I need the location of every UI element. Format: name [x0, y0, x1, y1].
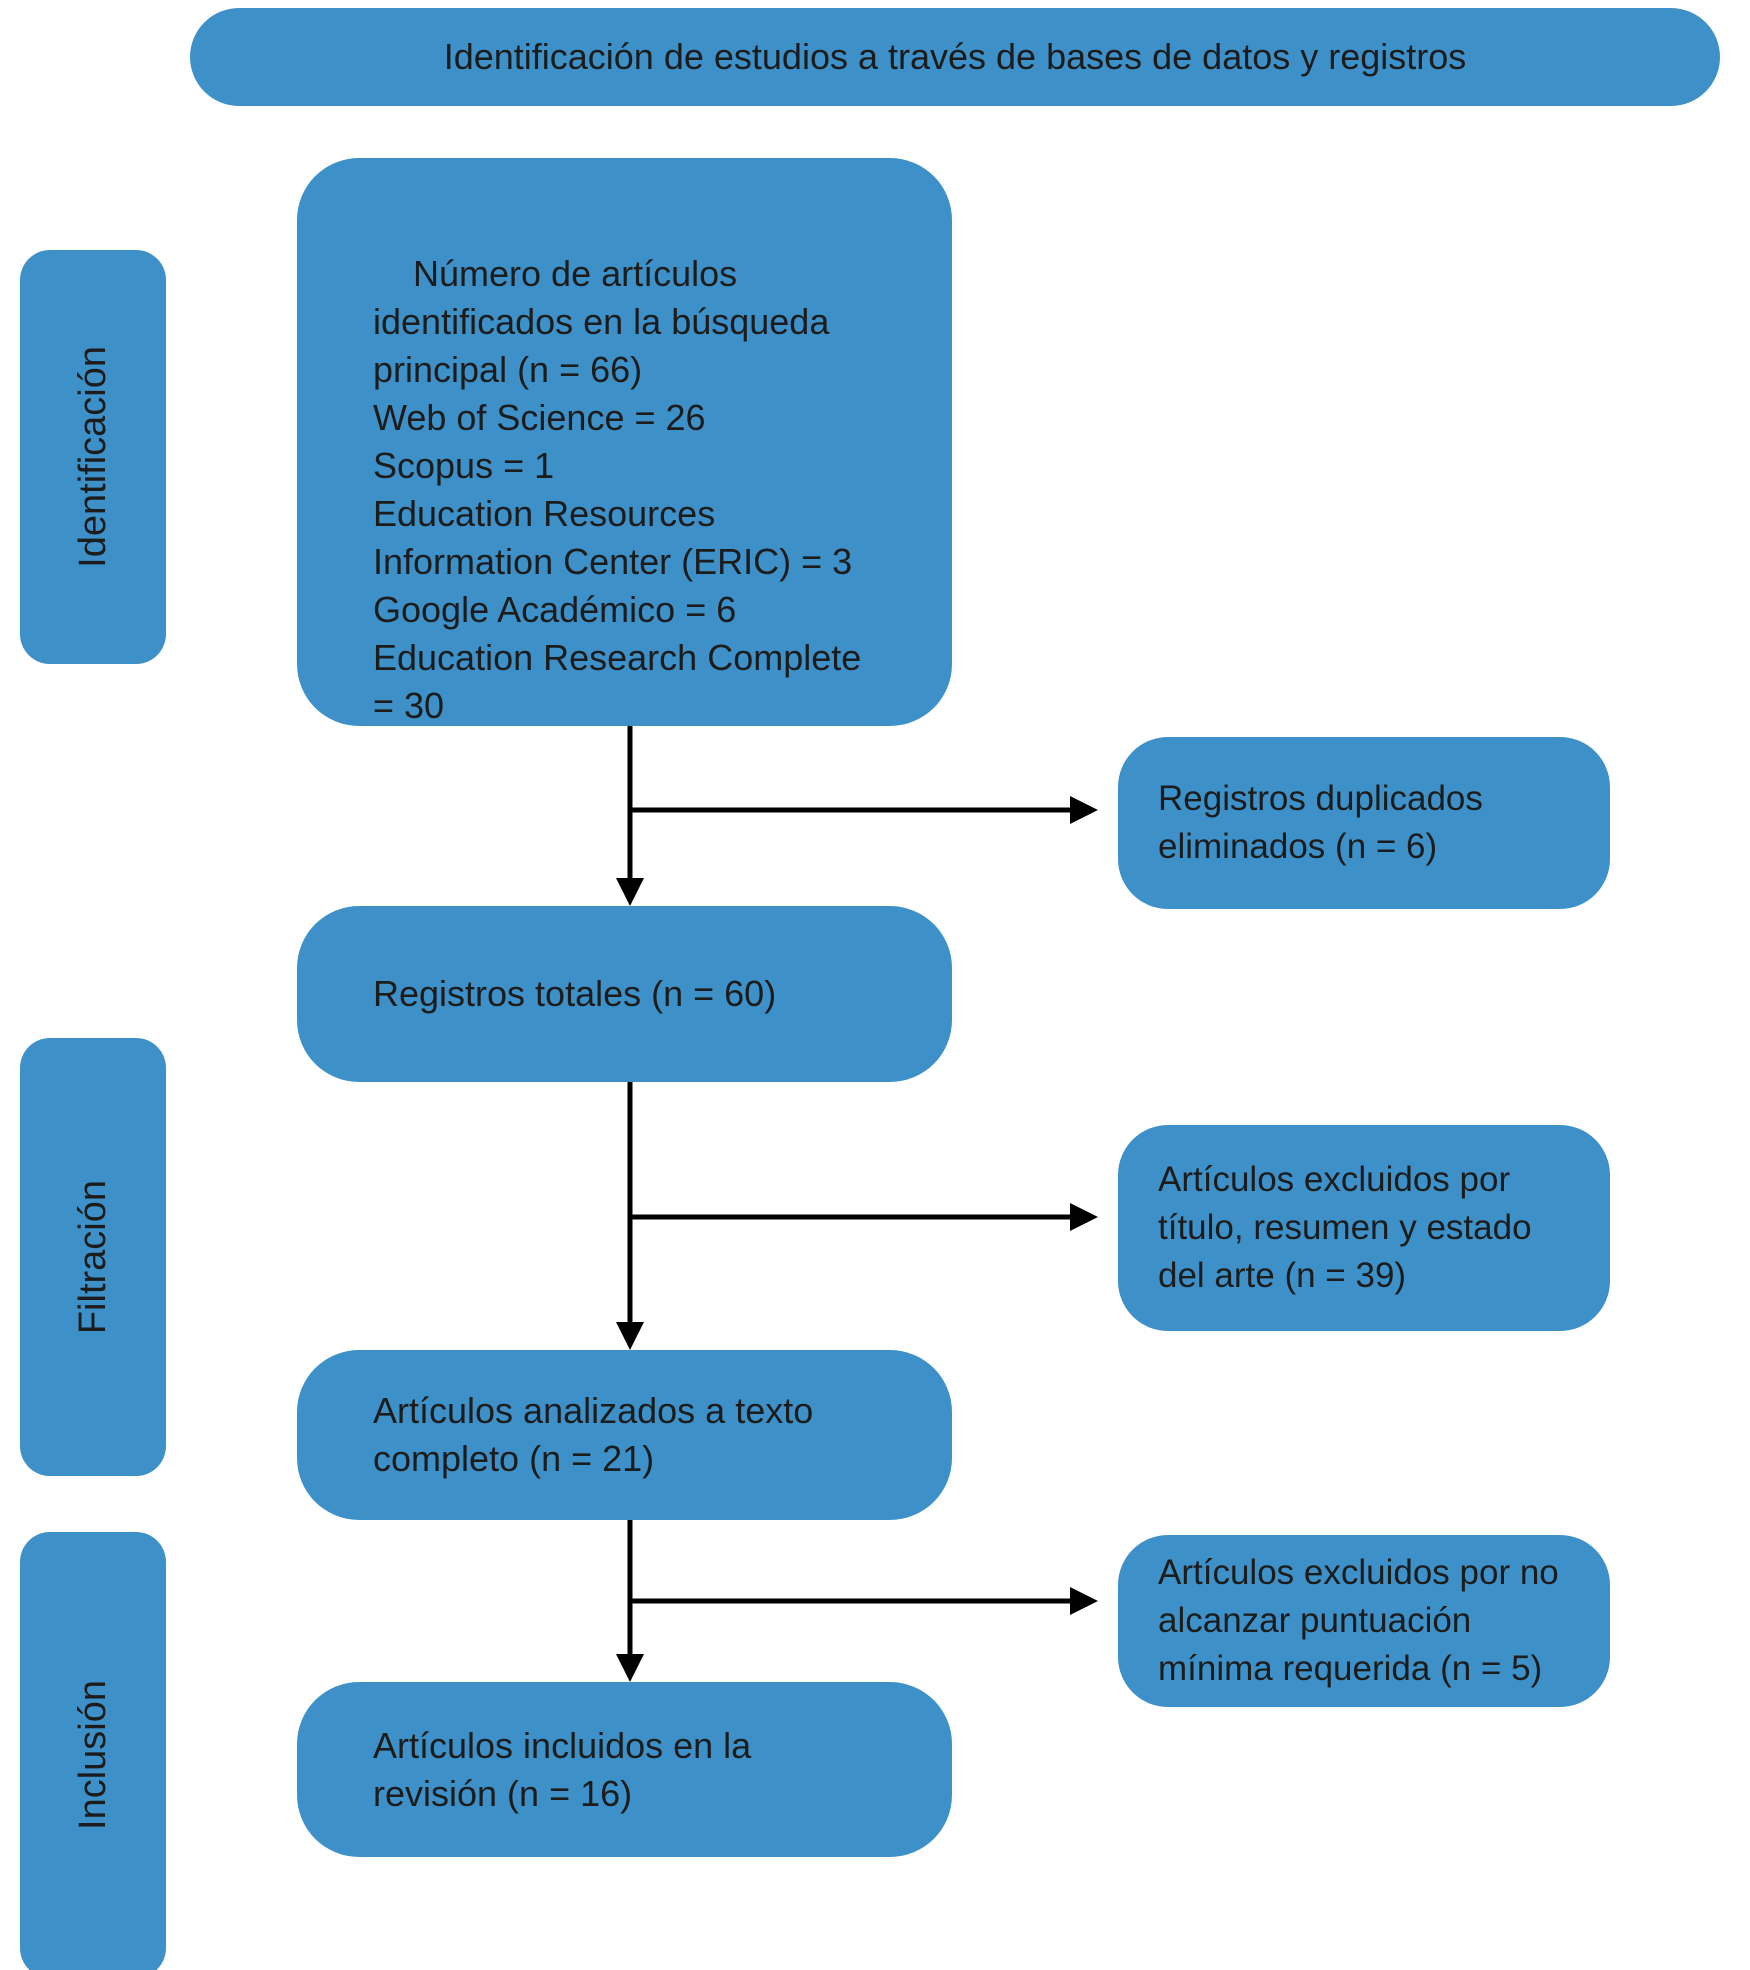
flow-box-excluded-by-score: Artículos excluidos por no alcanzar punt…: [1118, 1535, 1610, 1707]
flow-box-duplicates-removed: Registros duplicados eliminados (n = 6): [1118, 737, 1610, 909]
stage-screening-label: Filtración: [71, 1179, 114, 1335]
flow-box-included-articles-text: Artículos incluidos en la revisión (n = …: [373, 1724, 752, 1814]
stage-identification: Identificación: [20, 250, 166, 664]
flow-box-excluded-by-screening: Artículos excluidos por título, resumen …: [1118, 1125, 1610, 1331]
flow-box-duplicates-removed-text: Registros duplicados eliminados (n = 6): [1158, 779, 1483, 866]
stage-inclusion: Inclusión: [20, 1532, 166, 1970]
flow-box-excluded-by-score-text: Artículos excluidos por no alcanzar punt…: [1158, 1553, 1559, 1688]
stage-screening: Filtración: [20, 1038, 166, 1476]
flow-box-fulltext-analyzed-text: Artículos analizados a texto completo (n…: [373, 1390, 814, 1479]
diagram-title: Identificación de estudios a través de b…: [443, 36, 1467, 77]
arrow-search-to-totals: [616, 726, 644, 906]
flow-box-total-records: Registros totales (n = 60): [297, 906, 952, 1082]
stage-identification-label: Identificación: [71, 346, 114, 568]
flow-box-total-records-text: Registros totales (n = 60): [373, 973, 777, 1014]
arrow-branch-to-excluded-screening: [630, 1203, 1098, 1231]
flow-box-excluded-by-screening-text: Artículos excluidos por título, resumen …: [1158, 1160, 1532, 1295]
arrow-totals-to-fulltext: [616, 1082, 644, 1350]
arrow-branch-to-excluded-score: [630, 1587, 1098, 1615]
flow-box-identified-records-text: Número de artículos identificados en la …: [373, 253, 862, 726]
flow-box-fulltext-analyzed: Artículos analizados a texto completo (n…: [297, 1350, 952, 1520]
flow-box-included-articles: Artículos incluidos en la revisión (n = …: [297, 1682, 952, 1857]
diagram-title-banner: Identificación de estudios a través de b…: [190, 8, 1720, 106]
arrow-fulltext-to-included: [616, 1520, 644, 1682]
stage-inclusion-label: Inclusión: [71, 1680, 114, 1830]
flow-box-identified-records: Número de artículos identificados en la …: [297, 158, 952, 726]
arrow-branch-to-duplicates: [630, 796, 1098, 824]
